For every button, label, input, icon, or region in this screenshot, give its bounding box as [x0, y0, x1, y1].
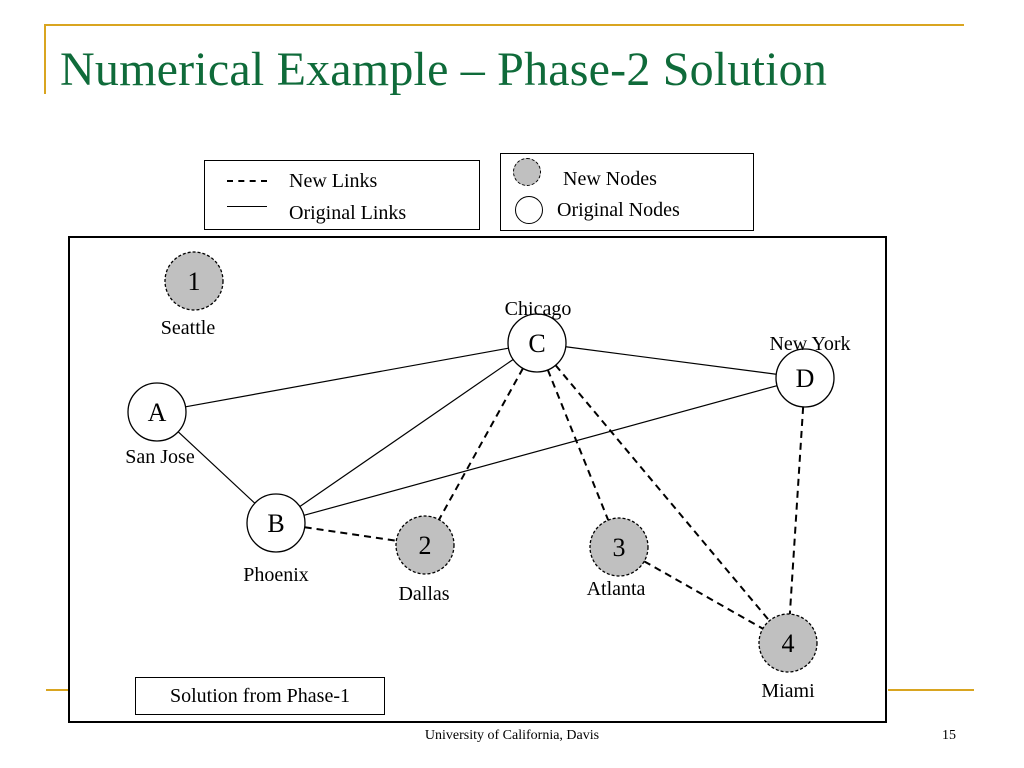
- legend-new-links-label: New Links: [289, 169, 378, 192]
- original-link-C-D: [565, 346, 777, 375]
- new-link-3-4: [643, 560, 764, 630]
- city-label-1: Seattle: [161, 317, 216, 339]
- new-link-B-2: [304, 526, 397, 542]
- node-2: 2: [395, 515, 455, 575]
- original-node-sample-icon: [515, 196, 543, 224]
- phase-1-caption: Solution from Phase-1: [135, 677, 385, 715]
- new-node-circle-1: [164, 251, 224, 311]
- legend-new-nodes-label: New Nodes: [563, 167, 657, 190]
- solid-line-sample: [227, 205, 267, 207]
- original-node-circle-C: [507, 313, 567, 373]
- node-A: A: [127, 382, 187, 442]
- node-C: C: [507, 313, 567, 373]
- title-accent-bar: [44, 24, 46, 94]
- node-id-label-B: B: [267, 509, 284, 538]
- new-node-sample-icon: [513, 158, 541, 186]
- node-id-label-4: 4: [782, 629, 795, 658]
- new-link-C-2: [438, 367, 524, 521]
- footer-accent-line-left: [46, 689, 70, 691]
- original-node-circle-D: [775, 348, 835, 408]
- original-link-A-C: [185, 347, 509, 408]
- legend-original-links-label: Original Links: [289, 201, 407, 224]
- original-node-circle-B: [246, 493, 306, 553]
- dashed-line-sample: [227, 180, 267, 182]
- city-label-A: San Jose: [125, 446, 195, 468]
- city-label-4: Miami: [761, 680, 815, 702]
- original-link-A-B: [177, 431, 256, 504]
- node-id-label-D: D: [796, 364, 815, 393]
- node-id-label-2: 2: [419, 531, 432, 560]
- node-id-label-A: A: [148, 398, 167, 427]
- node-3: 3: [589, 517, 649, 577]
- city-label-C: Chicago: [505, 298, 572, 320]
- city-label-B: Phoenix: [243, 564, 309, 586]
- page-number: 15: [942, 728, 956, 743]
- legend-original-nodes-row: Original Nodes: [515, 196, 680, 224]
- node-4: 4: [758, 613, 818, 673]
- footer-accent-line-right: [888, 689, 974, 691]
- network-diagram-frame: [68, 236, 887, 723]
- new-node-circle-4: [758, 613, 818, 673]
- legend-original-nodes-label: Original Nodes: [557, 198, 680, 221]
- new-node-circle-2: [395, 515, 455, 575]
- original-node-circle-A: [127, 382, 187, 442]
- node-id-label-3: 3: [613, 533, 626, 562]
- new-link-C-4: [554, 364, 771, 622]
- original-link-B-C: [299, 358, 514, 508]
- node-B: B: [246, 493, 306, 553]
- slide-title: Numerical Example – Phase-2 Solution: [60, 43, 828, 96]
- new-node-circle-3: [589, 517, 649, 577]
- original-link-B-D: [303, 385, 778, 516]
- legend-links: New Links Original Links: [204, 160, 480, 230]
- footer-institution: University of California, Davis: [424, 728, 600, 743]
- city-label-2: Dallas: [398, 583, 449, 605]
- legend-original-links-row: Original Links: [227, 201, 406, 225]
- city-label-D: New York: [769, 333, 850, 355]
- legend-new-nodes-row: New Nodes: [513, 158, 657, 190]
- node-1: 1: [164, 251, 224, 311]
- node-id-label-1: 1: [188, 267, 201, 296]
- city-label-3: Atlanta: [587, 578, 646, 600]
- node-id-label-C: C: [528, 329, 545, 358]
- new-link-C-3: [546, 369, 610, 521]
- legend-new-links-row: New Links: [227, 169, 377, 193]
- title-accent-line: [44, 24, 964, 26]
- node-D: D: [775, 348, 835, 408]
- legend-nodes: New Nodes Original Nodes: [500, 153, 754, 231]
- new-link-D-4: [788, 406, 805, 615]
